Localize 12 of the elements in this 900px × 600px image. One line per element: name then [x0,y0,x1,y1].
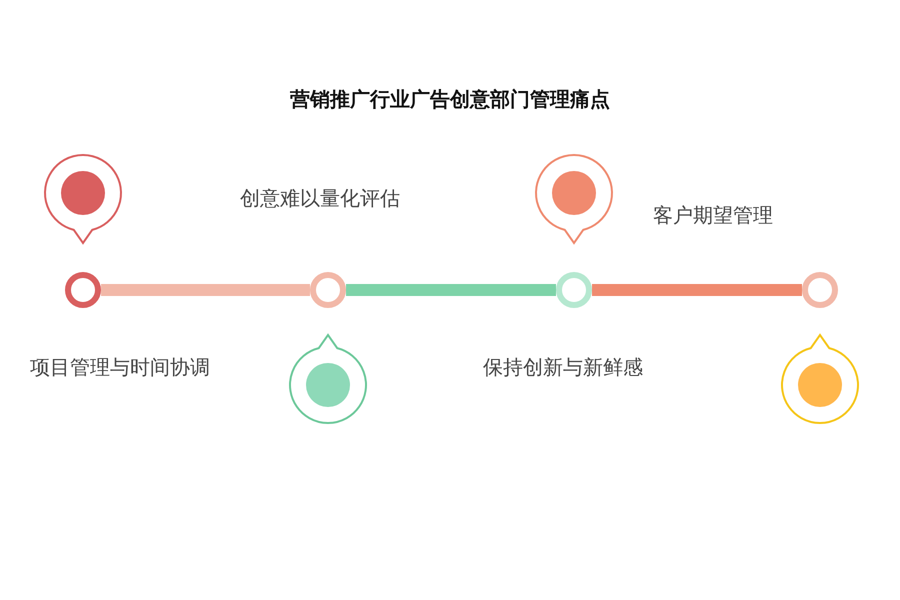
ring-marker [556,272,592,308]
timeline-label: 项目管理与时间协调 [30,354,210,381]
ring-marker [802,272,838,308]
connector-bar [346,284,556,296]
connector-bar [592,284,802,296]
ring-marker [65,272,101,308]
connector-bar [101,284,310,296]
timeline-label: 客户期望管理 [653,202,773,229]
ring-marker [310,272,346,308]
timeline-label: 保持创新与新鲜感 [483,354,643,381]
timeline-label: 创意难以量化评估 [240,185,400,212]
title: 营销推广行业广告创意部门管理痛点 [289,86,611,113]
